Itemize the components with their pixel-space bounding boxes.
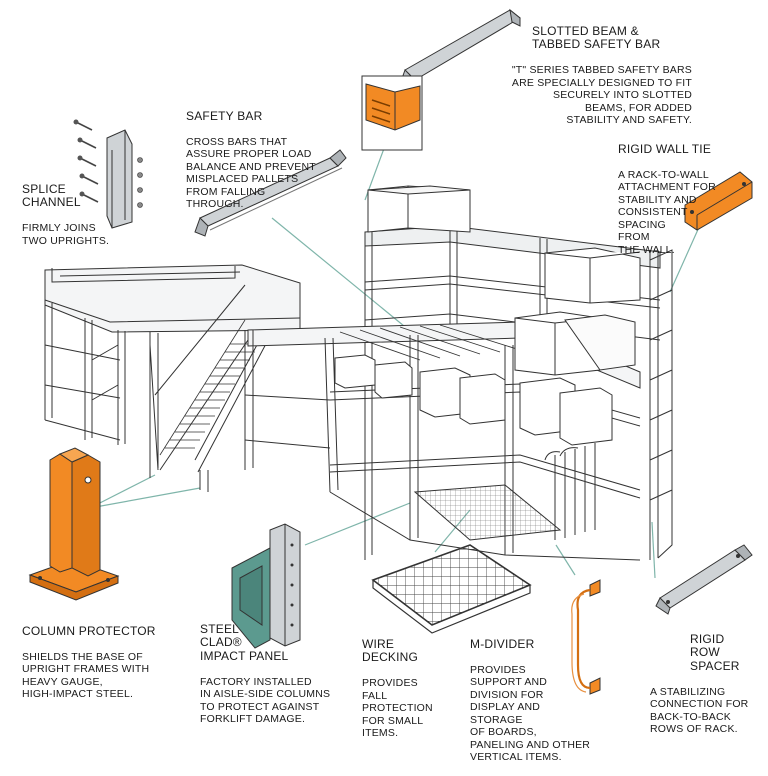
callout-splice-channel: SPLICE CHANNEL FIRMLY JOINS TWO UPRIGHTS… <box>22 170 112 260</box>
column-protector-illustration <box>28 447 120 601</box>
callout-desc: SHIELDS THE BASE OF UPRIGHT FRAMES WITH … <box>22 650 150 701</box>
callout-title: SAFETY BAR <box>186 108 263 123</box>
slotted-beam-illustration <box>361 8 521 151</box>
callout-rigid-row-spacer: RIGID ROW SPACER A STABILIZING CONNECTIO… <box>650 620 762 748</box>
callout-slotted-beam: SLOTTED BEAM & TABBED SAFETY BAR "T" SER… <box>512 12 762 139</box>
rack-system-diagram <box>28 8 753 695</box>
callout-title: STEEL CLAD® IMPACT PANEL <box>200 621 289 663</box>
callout-title: M-DIVIDER <box>470 636 535 651</box>
splice-channel-illustration <box>73 119 143 229</box>
callout-m-divider: M-DIVIDER PROVIDES SUPPORT AND DIVISION … <box>470 625 610 776</box>
callout-wire-decking: WIRE DECKING PROVIDES FALL PROTECTION FO… <box>362 625 442 752</box>
callout-title: WIRE DECKING <box>362 636 419 664</box>
callout-desc: "T" SERIES TABBED SAFETY BARS ARE SPECIA… <box>511 64 692 126</box>
rigid-row-spacer-illustration <box>655 544 753 615</box>
callout-title: SLOTTED BEAM & TABBED SAFETY BAR <box>532 23 661 51</box>
rigid-wall-tie-illustration <box>684 171 753 231</box>
callout-desc: CROSS BARS THAT ASSURE PROPER LOAD BALAN… <box>186 135 316 211</box>
wire-decking-illustration <box>371 544 532 634</box>
callout-desc: FACTORY INSTALLED IN AISLE-SIDE COLUMNS … <box>200 675 331 726</box>
callout-desc: PROVIDES SUPPORT AND DIVISION FOR DISPLA… <box>470 663 591 764</box>
callout-title: RIGID ROW SPACER <box>690 631 740 673</box>
callout-rigid-wall-tie: RIGID WALL TIE A RACK-TO-WALL ATTACHMENT… <box>618 130 748 269</box>
m-divider-illustration <box>571 579 601 695</box>
callout-column-protector: COLUMN PROTECTOR SHIELDS THE BASE OF UPR… <box>22 612 172 713</box>
stored-boxes <box>334 185 641 446</box>
callout-desc: FIRMLY JOINS TWO UPRIGHTS. <box>22 222 110 247</box>
steel-clad-panel-illustration <box>231 523 301 649</box>
callout-safety-bar: SAFETY BAR CROSS BARS THAT ASSURE PROPER… <box>186 97 346 223</box>
callout-steel-clad: STEEL CLAD® IMPACT PANEL FACTORY INSTALL… <box>200 610 345 738</box>
callout-desc: PROVIDES FALL PROTECTION FOR SMALL ITEMS… <box>362 677 433 739</box>
callout-desc: A STABILIZING CONNECTION FOR BACK-TO-BAC… <box>650 685 749 736</box>
safety-bar-illustration <box>194 149 347 237</box>
callout-desc: A RACK-TO-WALL ATTACHMENT FOR STABILITY … <box>618 168 716 256</box>
callout-title: SPLICE CHANNEL <box>22 181 81 209</box>
callout-title: COLUMN PROTECTOR <box>22 623 156 638</box>
callout-title: RIGID WALL TIE <box>618 141 712 156</box>
